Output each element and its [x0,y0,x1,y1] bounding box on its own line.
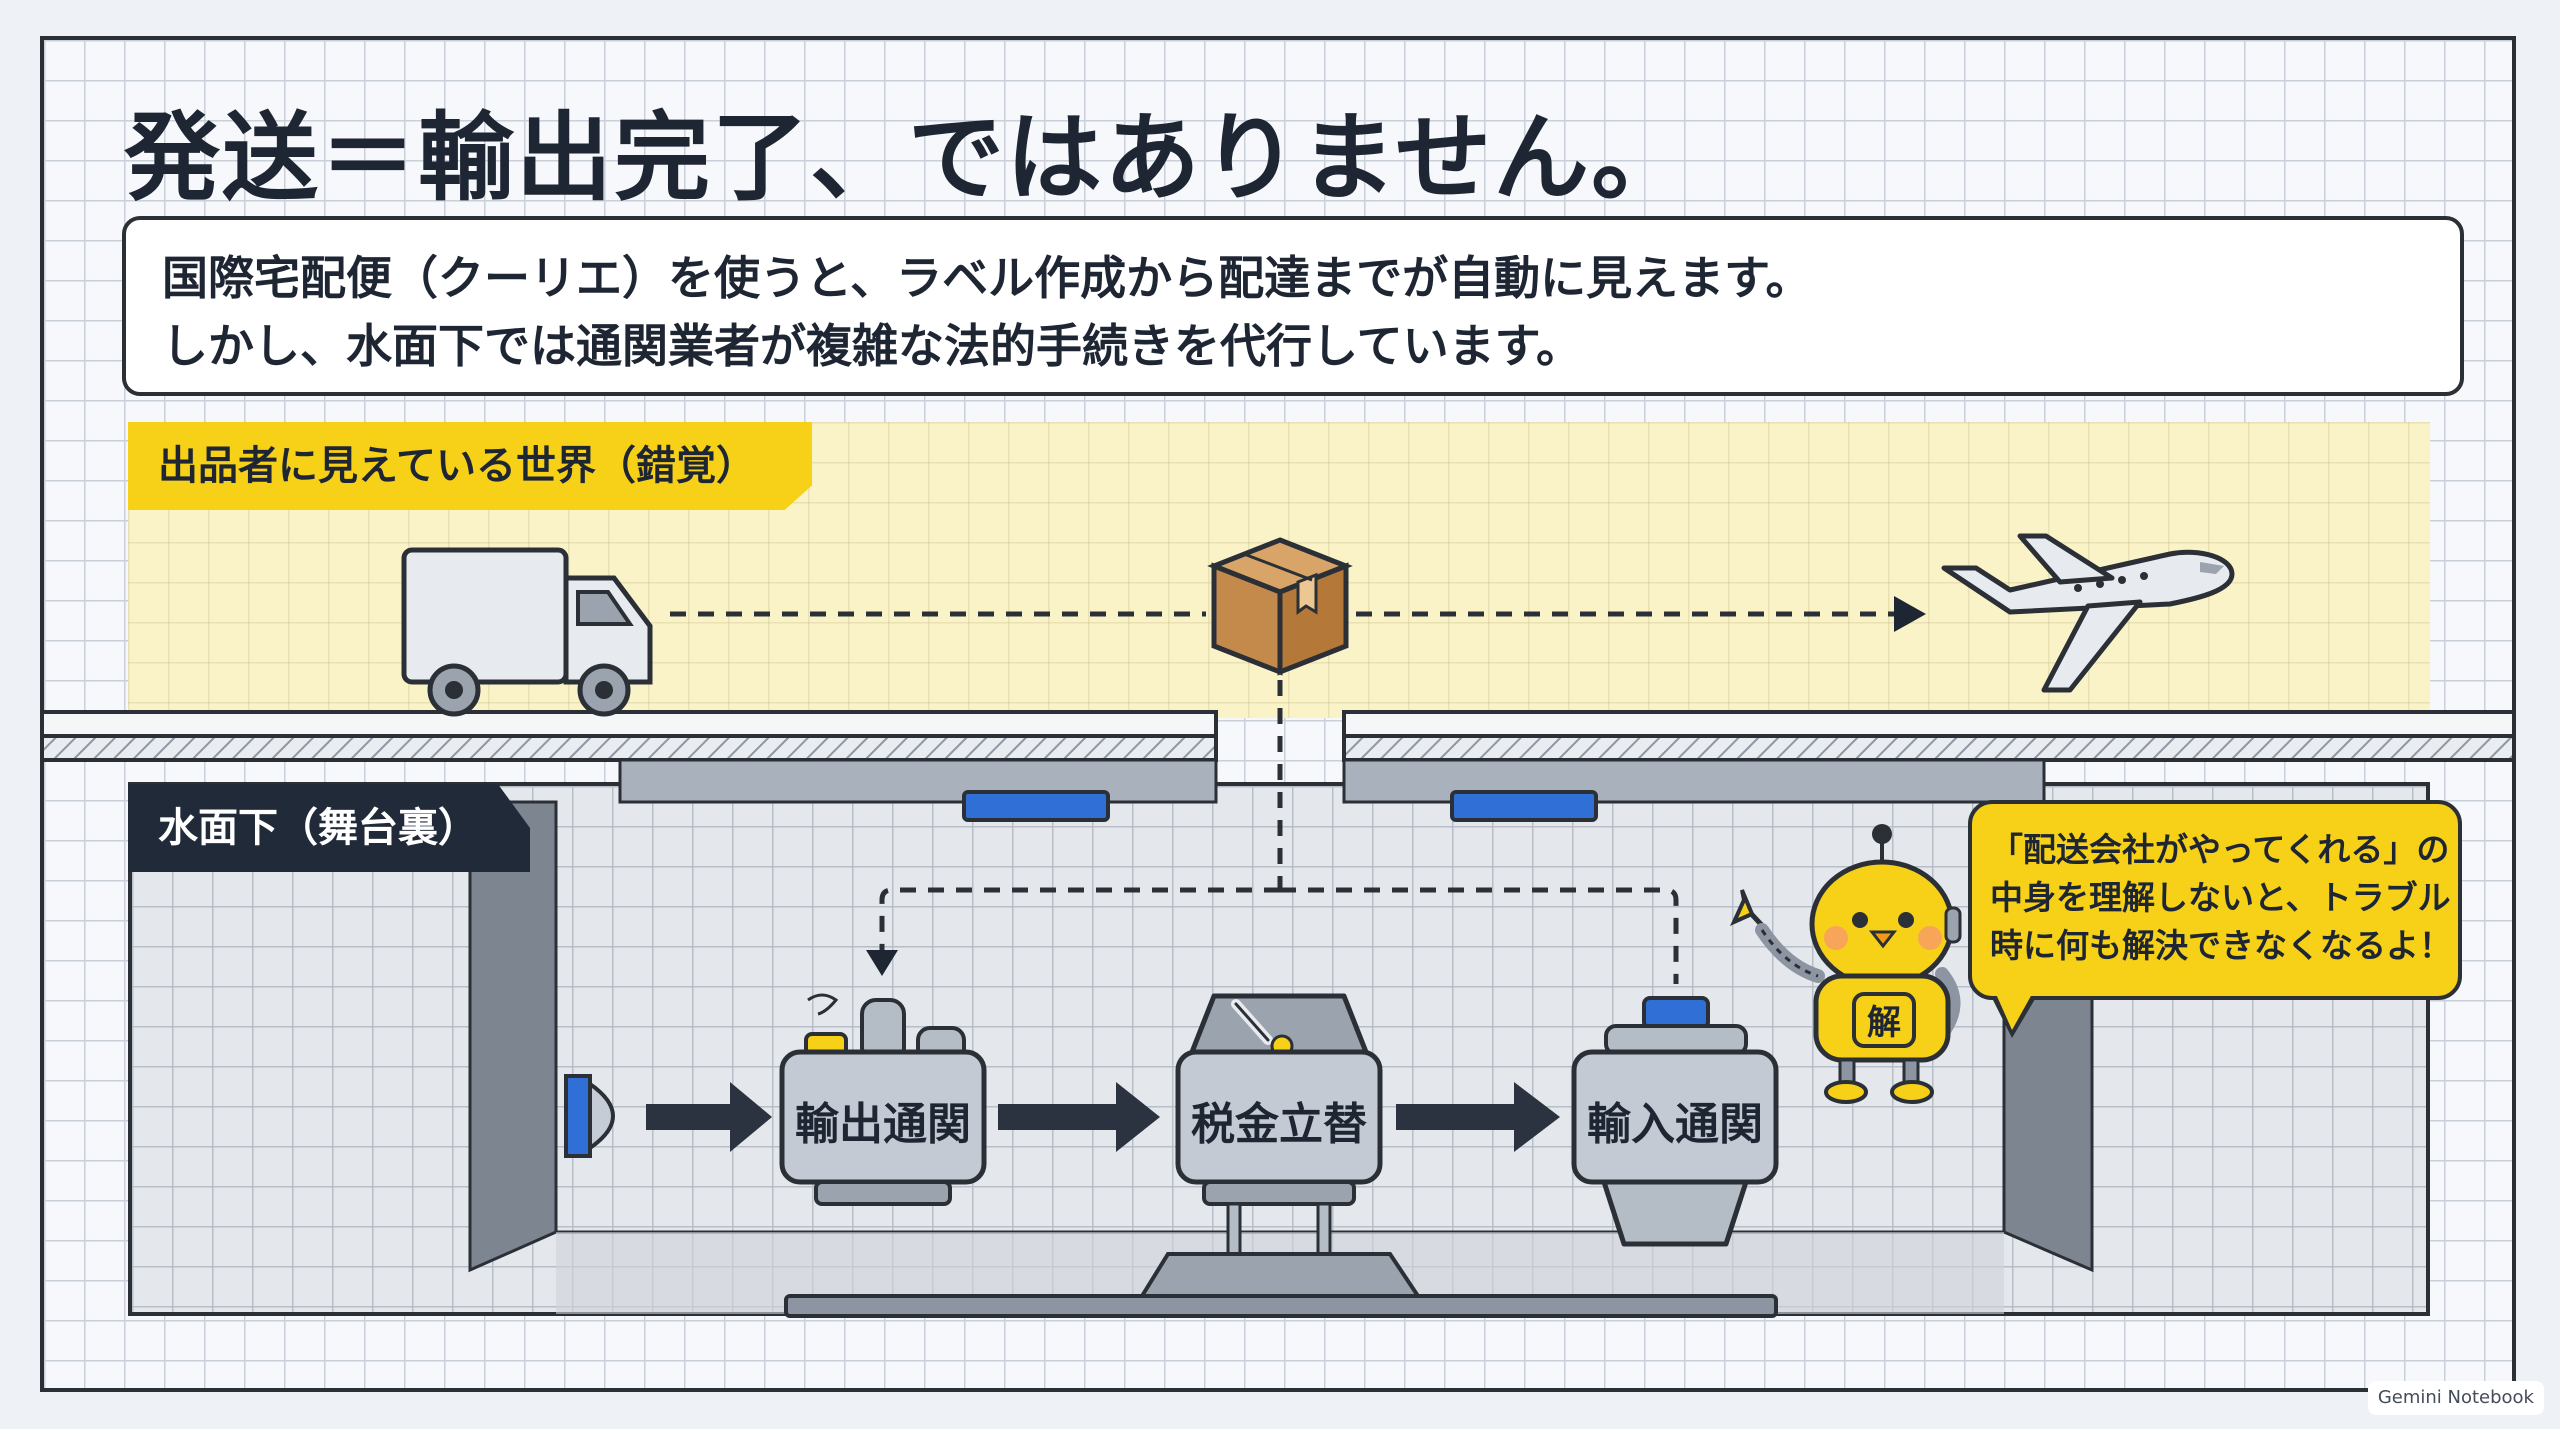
step-export-customs: 輸出通関 [795,1099,971,1150]
backstage-label: 水面下（舞台裏） [128,784,530,872]
ceiling-lamp-left [962,790,1110,822]
start-beacon-icon [564,1074,615,1158]
intro-box: 国際宅配便（クーリエ）を使うと、ラベル作成から配達までが自動に見えます。 しかし… [122,216,2464,396]
step-import-customs: 輸入通関 [1587,1099,1763,1150]
mascot-character: 解 [1730,824,1962,1104]
mascot-speech-bubble: 「配送会社がやってくれる」の 中身を理解しないと、トラブル 時に何も解決できなく… [1968,800,2462,1000]
flow-arrow-3 [1396,1082,1560,1152]
machine-export-customs [779,993,987,1206]
speech-bubble-tail-fill [1996,994,2032,1030]
bubble-line-1: 「配送会社がやってくれる」の [1990,830,2450,869]
surface-slab-right [1342,710,2516,762]
bubble-line-2: 中身を理解しないと、トラブル [1990,878,2451,917]
machine-tax-advance [784,993,1778,1318]
watermark: Gemini Notebook [2367,1381,2544,1415]
visible-world-label: 出品者に見えている世界（錯覚） [128,422,812,510]
slide-title: 発送＝輸出完了、ではありません。 [124,102,1690,214]
airplane-icon [1941,533,2235,693]
flow-arrow-2 [998,1082,1160,1152]
intro-line-2: しかし、水面下では通関業者が複雑な法的手続きを代行しています。 [162,319,1583,373]
package-icon [1207,537,1353,676]
surface-slab-left [40,710,1218,762]
bubble-line-3: 時に何も解決できなくなるよ！ [1990,926,2452,965]
flow-arrow-1 [646,1082,772,1152]
step-tax-advance: 税金立替 [1191,1099,1367,1150]
truck-icon [401,547,653,717]
machine-import-customs [1571,996,1779,1247]
intro-line-1: 国際宅配便（クーリエ）を使うと、ラベル作成から配達までが自動に見えます。 [162,251,1812,305]
mascot-badge: 解 [1867,1003,1901,1043]
ceiling-lamp-right [1450,790,1598,822]
